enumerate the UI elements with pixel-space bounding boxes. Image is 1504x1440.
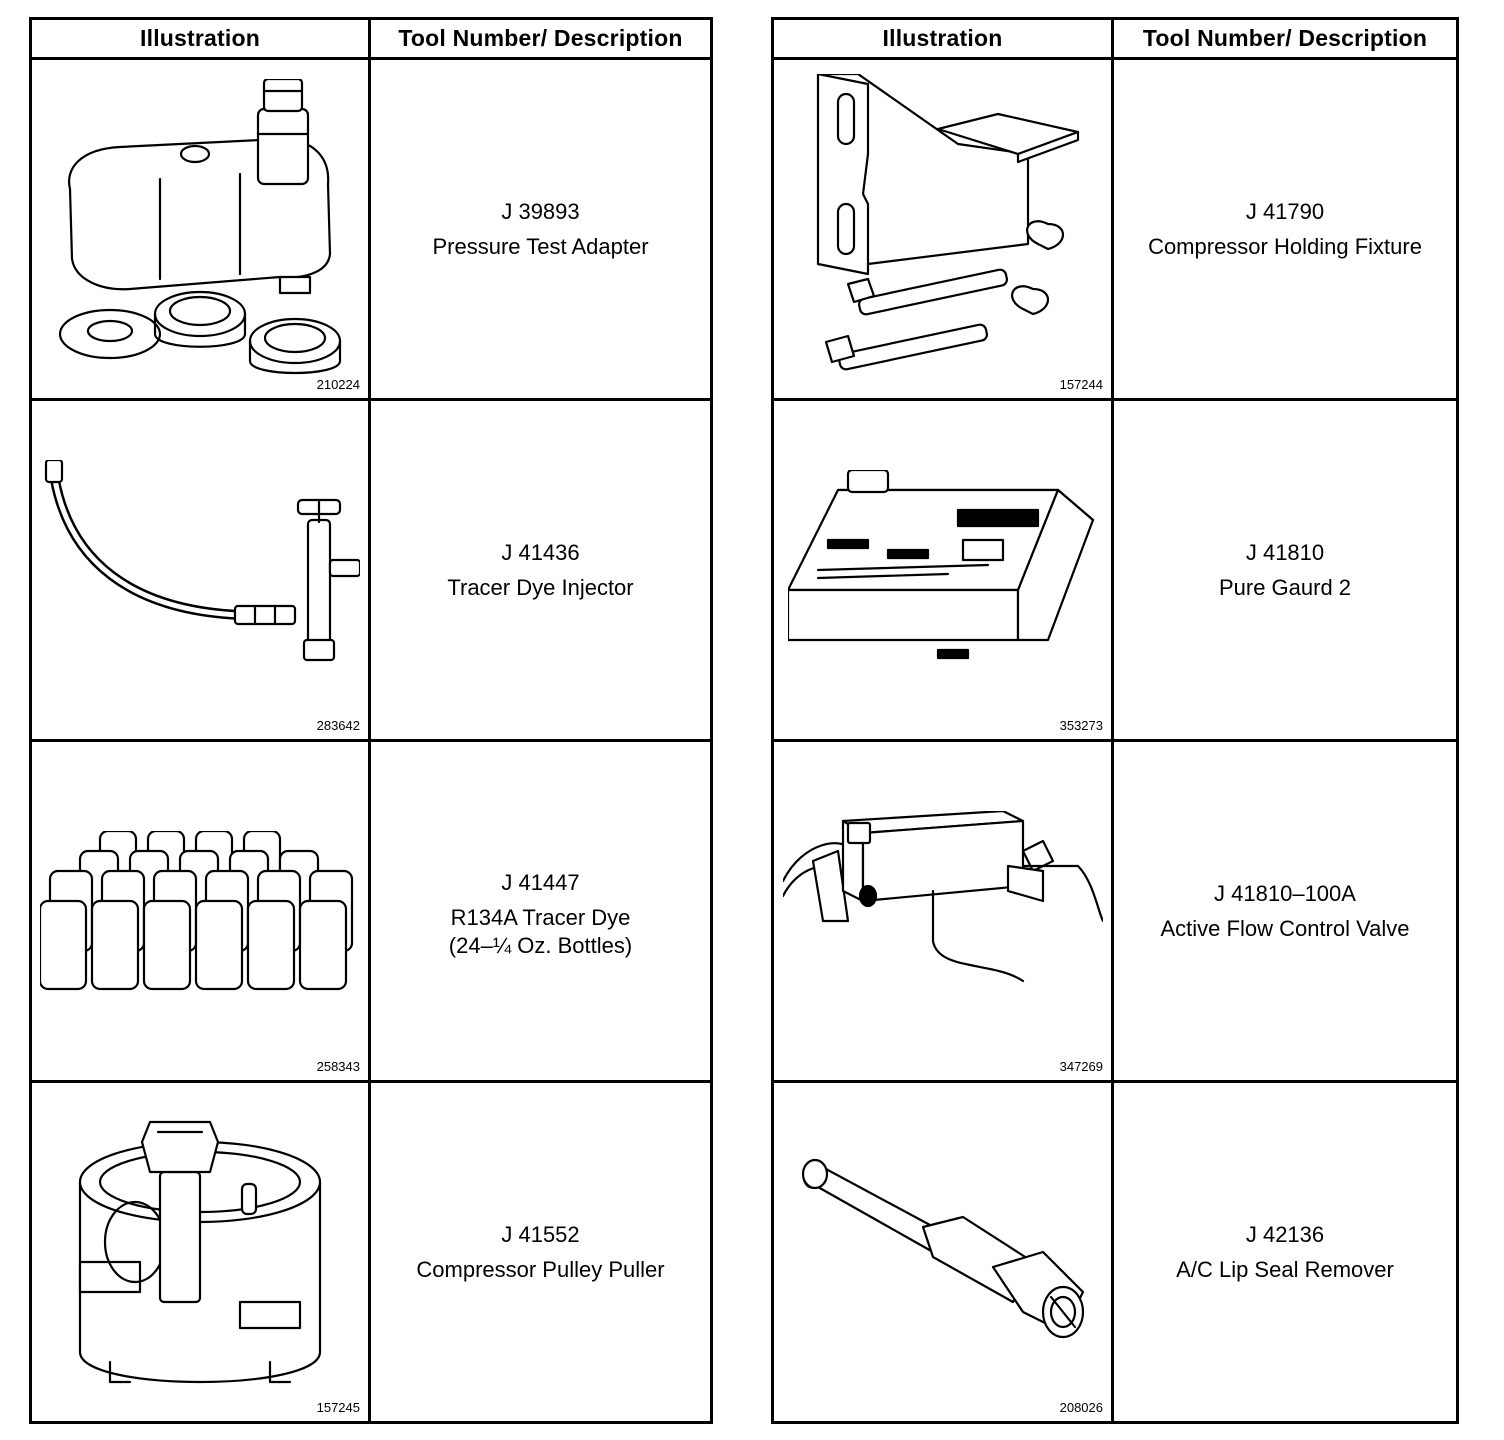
tool-description-cell: J 41790 Compressor Holding Fixture: [1111, 57, 1459, 401]
figure-number: 208026: [1059, 1400, 1103, 1415]
table-row: 353273 J 41810 Pure Gaurd 2: [771, 398, 1459, 742]
tool-description-cell: J 41447 R134A Tracer Dye (24–¼ Oz. Bottl…: [368, 739, 713, 1083]
tool-description-detail: (24–¼ Oz. Bottles): [448, 933, 633, 958]
tracer-dye-injector-icon: [44, 460, 360, 662]
tool-description-cell: J 41810–100A Active Flow Control Valve: [1111, 739, 1459, 1083]
table-row: 157245 J 41552 Compressor Pulley Puller: [29, 1080, 713, 1424]
figure-number: 157245: [316, 1400, 360, 1415]
flow-control-valve-icon: [782, 811, 1103, 983]
right-tools-table: Illustration Tool Number/ Description 15…: [771, 17, 1459, 1424]
tool-description: Compressor Pulley Puller: [416, 1257, 665, 1282]
pulley-puller-icon: [78, 1120, 322, 1384]
tool-description-cell: J 41810 Pure Gaurd 2: [1111, 398, 1459, 742]
figure-number: 210224: [316, 377, 360, 392]
tool-description: Active Flow Control Valve: [1160, 916, 1410, 941]
illustration-cell: 258343: [29, 739, 371, 1083]
table-row: 208026 J 42136 A/C Lip Seal Remover: [771, 1080, 1459, 1424]
lip-seal-remover-icon: [801, 1158, 1084, 1339]
figure-number: 353273: [1059, 718, 1103, 733]
illustration-cell: 210224: [29, 57, 371, 401]
holding-fixture-icon: [816, 74, 1079, 371]
table-row: 157244 J 41790 Compressor Holding Fixtur…: [771, 57, 1459, 401]
illustration-header: Illustration: [771, 17, 1114, 60]
illustration-cell: 157244: [771, 57, 1114, 401]
tool-number: J 41552: [501, 1222, 580, 1247]
tool-number: J 41436: [501, 540, 580, 565]
tool-description-cell: J 42136 A/C Lip Seal Remover: [1111, 1080, 1459, 1424]
figure-number: 283642: [316, 718, 360, 733]
tool-description-cell: J 41552 Compressor Pulley Puller: [368, 1080, 713, 1424]
tool-description: Pressure Test Adapter: [432, 234, 649, 259]
tool-description: Tracer Dye Injector: [447, 575, 634, 600]
tool-number: J 41810: [1245, 540, 1325, 565]
tool-description-cell: J 41436 Tracer Dye Injector: [368, 398, 713, 742]
tool-description-header: Tool Number/ Description: [1111, 17, 1459, 60]
pure-guard-unit-icon: [787, 470, 1094, 660]
tool-number: J 42136: [1245, 1222, 1325, 1247]
illustration-cell: 208026: [771, 1080, 1114, 1424]
tool-number: J 41447: [501, 870, 580, 895]
tool-description: R134A Tracer Dye: [450, 905, 631, 930]
table-row: 283642 J 41436 Tracer Dye Injector: [29, 398, 713, 742]
figure-number: 258343: [316, 1059, 360, 1074]
table-row: 347269 J 41810–100A Active Flow Control …: [771, 739, 1459, 1083]
header-row: Illustration Tool Number/ Description: [29, 17, 713, 60]
figure-number: 347269: [1059, 1059, 1103, 1074]
left-tools-table: Illustration Tool Number/ Description 21…: [29, 17, 713, 1424]
illustration-header: Illustration: [29, 17, 371, 60]
tool-description: Pure Gaurd 2: [1218, 575, 1352, 600]
pressure-test-adapter-icon: [58, 79, 342, 375]
illustration-cell: 347269: [771, 739, 1114, 1083]
figure-number: 157244: [1059, 377, 1103, 392]
illustration-cell: 157245: [29, 1080, 371, 1424]
table-row: 258343 J 41447 R134A Tracer Dye (24–¼ Oz…: [29, 739, 713, 1083]
illustration-cell: 353273: [771, 398, 1114, 742]
tool-number: J 41810–100A: [1214, 881, 1356, 906]
header-row: Illustration Tool Number/ Description: [771, 17, 1459, 60]
tool-number: J 39893: [501, 199, 580, 224]
table-row: 210224 J 39893 Pressure Test Adapter: [29, 57, 713, 401]
illustration-cell: 283642: [29, 398, 371, 742]
tool-description: A/C Lip Seal Remover: [1176, 1257, 1394, 1282]
tool-description: Compressor Holding Fixture: [1148, 234, 1422, 259]
tool-description-header: Tool Number/ Description: [368, 17, 713, 60]
dye-bottles-icon: [40, 831, 354, 991]
tool-number: J 41790: [1245, 199, 1325, 224]
tool-description-cell: J 39893 Pressure Test Adapter: [368, 57, 713, 401]
